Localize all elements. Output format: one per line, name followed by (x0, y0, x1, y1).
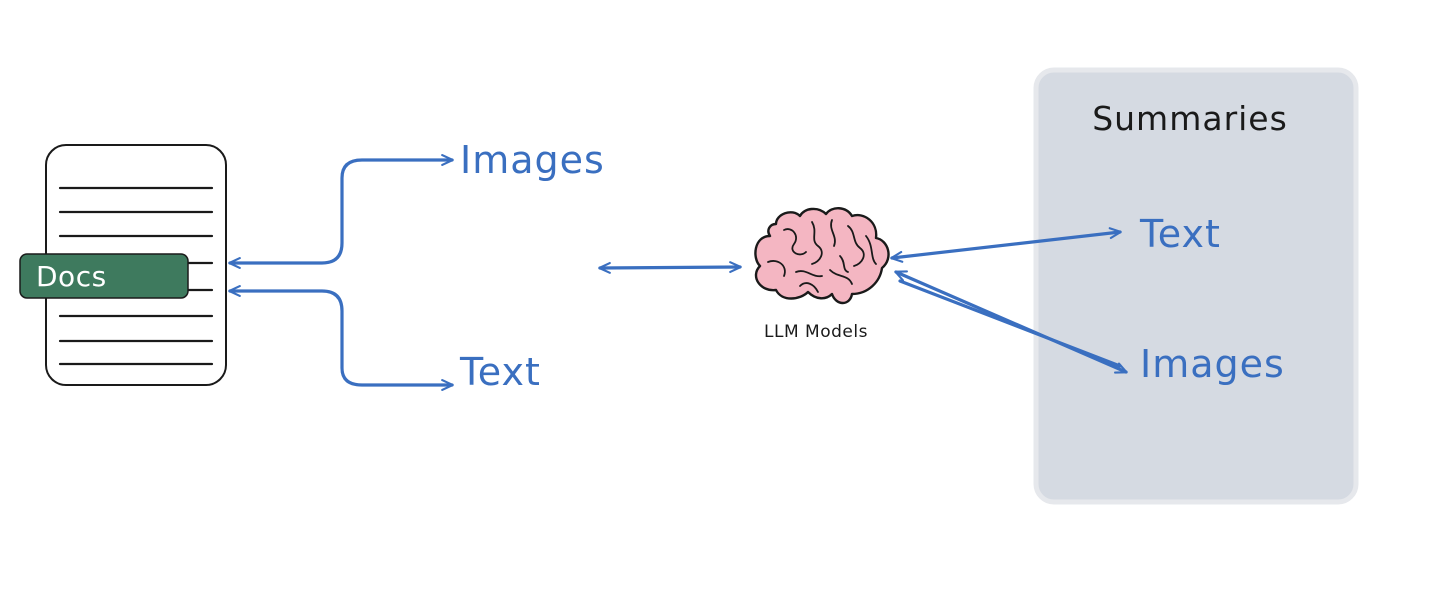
arrow-docs-to-images (228, 154, 454, 269)
arrow-llm-to-summary-images-stroke (898, 279, 1122, 368)
docs-tag: Docs (19, 253, 189, 299)
document-lines (58, 186, 214, 366)
summaries-title: Summaries (1092, 99, 1288, 138)
llm-models-label: LLM Models (764, 322, 868, 342)
arrow-docs-to-text (228, 285, 454, 391)
summary-images-label: Images (1140, 342, 1285, 386)
summaries-panel: Summaries (1033, 67, 1359, 505)
branch-images-label: Images (460, 138, 605, 182)
arrow-llm-to-summary-text (890, 227, 1122, 263)
arrow-llm-to-summary-images (894, 270, 1128, 374)
summary-text-label: Text (1139, 212, 1221, 256)
brain-icon (754, 207, 890, 305)
branch-text-label: Text (459, 350, 541, 394)
arrow-branches-to-llm (598, 261, 742, 274)
docs-tag-label: Docs (36, 260, 107, 293)
